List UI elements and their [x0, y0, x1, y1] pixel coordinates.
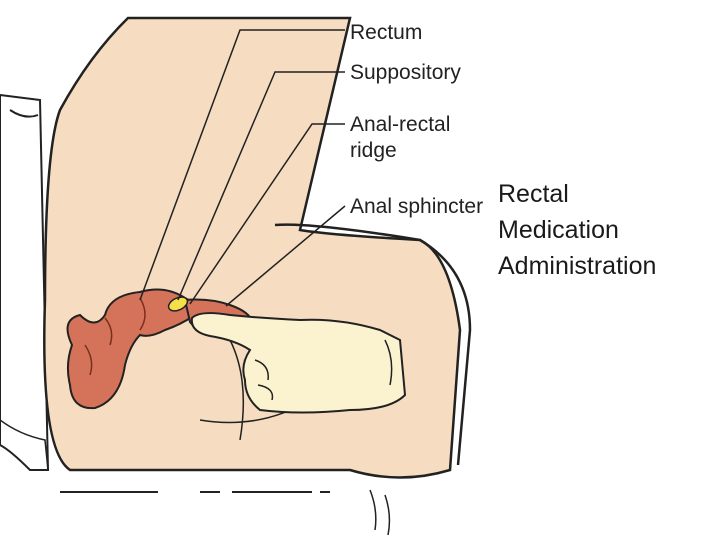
- sheet-left: [0, 95, 48, 470]
- label-anal-rectal-ridge-line2: ridge: [350, 138, 450, 164]
- label-anal-rectal-ridge-line1: Anal-rectal: [350, 112, 450, 138]
- buttocks-skin: [44, 18, 460, 478]
- label-anal-sphincter: Anal sphincter: [350, 194, 483, 220]
- label-rectum: Rectum: [350, 20, 422, 46]
- title-line-1: Rectal: [498, 176, 656, 212]
- title-line-2: Medication: [498, 212, 656, 248]
- sheet-bottom: [370, 490, 389, 535]
- label-anal-rectal-ridge: Anal-rectal ridge: [350, 112, 450, 164]
- slide-title: Rectal Medication Administration: [498, 176, 656, 284]
- label-suppository: Suppository: [350, 60, 461, 86]
- title-line-3: Administration: [498, 248, 656, 284]
